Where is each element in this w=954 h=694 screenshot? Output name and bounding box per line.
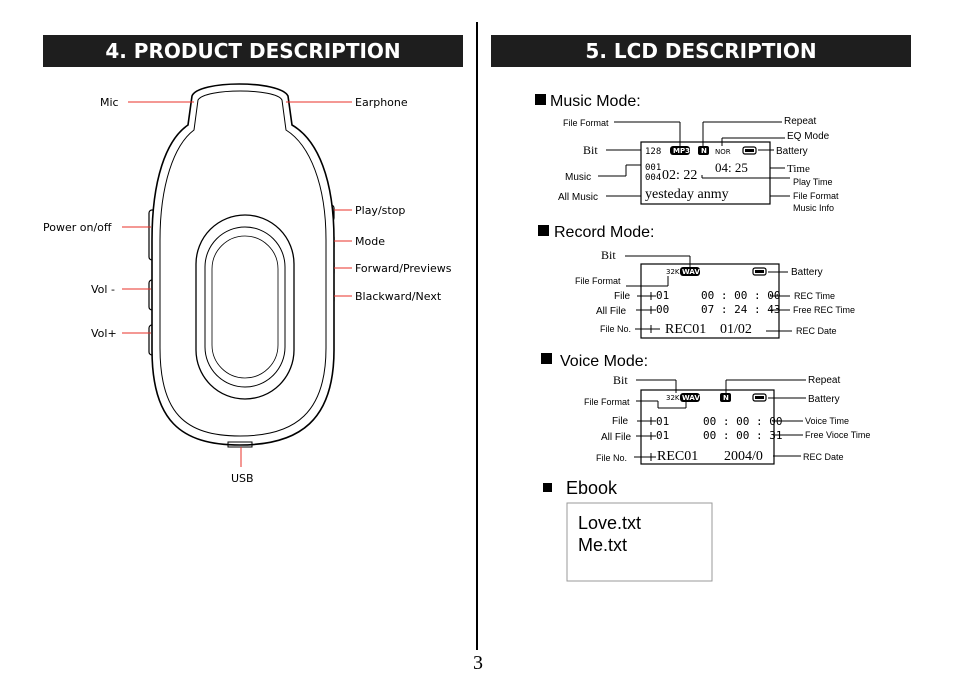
- music-lcd-format: MP3: [673, 147, 690, 155]
- device-leader-lines: [122, 101, 352, 467]
- music-battery-icon: [742, 146, 757, 155]
- music-lcd-eq: NOR: [715, 148, 731, 156]
- ebook-heading: Ebook: [566, 478, 618, 498]
- voice-mode-diagram: Voice Mode: 32K WAV N 01 01 00 : 00 : 00…: [541, 353, 870, 465]
- record-lcd-format: WAV: [682, 268, 700, 276]
- label-mic: Mic: [100, 96, 119, 109]
- music-label-file-format2: File Format: [793, 191, 839, 201]
- voice-label-free-voice-time: Free Vioce Time: [805, 430, 870, 440]
- record-battery-icon: [752, 267, 767, 276]
- column-divider: [476, 22, 478, 650]
- label-backward: Blackward/Next: [355, 290, 442, 303]
- bullet-square-icon: [538, 225, 549, 236]
- music-label-repeat: Repeat: [784, 116, 816, 127]
- voice-lcd-format: WAV: [682, 394, 700, 402]
- music-label-eq: EQ Mode: [787, 131, 830, 142]
- voice-label-battery: Battery: [808, 394, 840, 405]
- voice-lcd-screen: [640, 389, 775, 465]
- ebook-lcd-screen: [566, 502, 713, 582]
- voice-lcd-free: 00 : 00 : 31: [703, 429, 782, 442]
- section-title-product: 4. PRODUCT DESCRIPTION: [43, 35, 463, 67]
- voice-label-voice-time: Voice Time: [805, 416, 849, 426]
- ebook-diagram: Ebook Love.txt Me.txt: [543, 478, 713, 582]
- record-lcd-free: 07 : 24 : 43: [701, 303, 780, 316]
- record-label-rec-date: REC Date: [796, 326, 837, 336]
- record-lcd-time: 00 : 00 : 00: [701, 289, 780, 302]
- music-label-all-music: All Music: [558, 192, 598, 203]
- music-lcd-total-time: 04: 25: [715, 160, 748, 175]
- record-label-file-format: File Format: [575, 276, 621, 286]
- label-earphone: Earphone: [355, 96, 408, 109]
- music-label-bit: Bit: [583, 143, 598, 157]
- label-vol-plus: Vol+: [91, 327, 117, 340]
- label-forward: Forward/Previews: [355, 262, 452, 275]
- voice-lcd-file: 01: [656, 415, 669, 428]
- ebook-file-2: Me.txt: [578, 535, 627, 555]
- label-mode: Mode: [355, 235, 385, 248]
- record-mode-heading: Record Mode:: [554, 224, 655, 241]
- bullet-square-icon: [543, 483, 552, 492]
- voice-label-repeat: Repeat: [808, 375, 840, 386]
- voice-label-file-no: File No.: [596, 453, 627, 463]
- record-label-all-file: All File: [596, 306, 626, 317]
- voice-label-rec-date: REC Date: [803, 452, 844, 462]
- voice-label-all-file: All File: [601, 432, 631, 443]
- music-label-play-time: Play Time: [793, 177, 833, 187]
- record-lcd-screen: [640, 263, 780, 339]
- music-lcd-track: 001: [645, 163, 661, 173]
- voice-lcd-date: 2004/0: [724, 449, 763, 464]
- music-mode-diagram: Music Mode: 128 MP3 N NOR 001 004 02: 22…: [535, 93, 839, 213]
- music-label-file-format: File Format: [563, 118, 609, 128]
- music-label-music: Music: [565, 172, 591, 183]
- section-title-lcd: 5. LCD DESCRIPTION: [491, 35, 911, 67]
- music-label-battery: Battery: [776, 146, 808, 157]
- voice-lcd-repeat: N: [723, 394, 729, 402]
- ebook-file-1: Love.txt: [578, 513, 641, 533]
- voice-lcd-name: REC01: [657, 449, 698, 464]
- device-illustration: [148, 83, 335, 448]
- voice-lcd-bitrate: 32K: [666, 394, 680, 402]
- record-label-free-rec-time: Free REC Time: [793, 305, 855, 315]
- music-format-badge: [670, 146, 690, 155]
- record-label-file-no: File No.: [600, 324, 631, 334]
- voice-repeat-badge: [720, 393, 731, 402]
- voice-label-bit: Bit: [613, 373, 628, 387]
- music-lcd-total: 004: [645, 173, 661, 183]
- music-label-time: Time: [787, 163, 810, 175]
- music-mode-heading: Music Mode:: [550, 93, 641, 110]
- record-format-badge: [680, 267, 700, 276]
- bullet-square-icon: [541, 353, 552, 364]
- music-lcd-repeat: N: [701, 147, 707, 155]
- voice-label-file: File: [612, 416, 629, 427]
- record-lcd-date: 01/02: [720, 322, 752, 337]
- record-lcd-bitrate: 32K: [666, 268, 680, 276]
- voice-battery-icon: [752, 393, 767, 402]
- music-lcd-screen: [640, 141, 771, 205]
- bullet-square-icon: [535, 94, 546, 105]
- record-lcd-file: 01: [656, 289, 669, 302]
- music-lcd-info: yesteday anmy: [645, 187, 729, 202]
- record-label-rec-time: REC Time: [794, 291, 835, 301]
- music-label-info: Music Info: [793, 203, 834, 213]
- voice-lcd-time: 00 : 00 : 00: [703, 415, 782, 428]
- record-lcd-name: REC01: [665, 322, 706, 337]
- record-label-bit: Bit: [601, 248, 616, 262]
- music-lcd-bitrate: 128: [645, 147, 661, 157]
- music-repeat-badge: [698, 146, 709, 155]
- label-play-stop: Play/stop: [355, 204, 405, 217]
- voice-label-file-format: File Format: [584, 397, 630, 407]
- record-label-battery: Battery: [791, 267, 823, 278]
- record-lcd-all: 00: [656, 303, 669, 316]
- label-usb: USB: [231, 472, 254, 485]
- label-vol-minus: Vol -: [91, 283, 115, 296]
- record-mode-diagram: Record Mode: 32K WAV 01 00 00 : 00 : 00 …: [538, 224, 855, 339]
- voice-lcd-all: 01: [656, 429, 669, 442]
- page-number: 3: [473, 652, 483, 674]
- label-power: Power on/off: [43, 221, 112, 234]
- voice-mode-heading: Voice Mode:: [560, 353, 648, 370]
- voice-format-badge: [680, 393, 700, 402]
- record-label-file: File: [614, 291, 631, 302]
- music-lcd-current-time: 02: 22: [662, 168, 697, 183]
